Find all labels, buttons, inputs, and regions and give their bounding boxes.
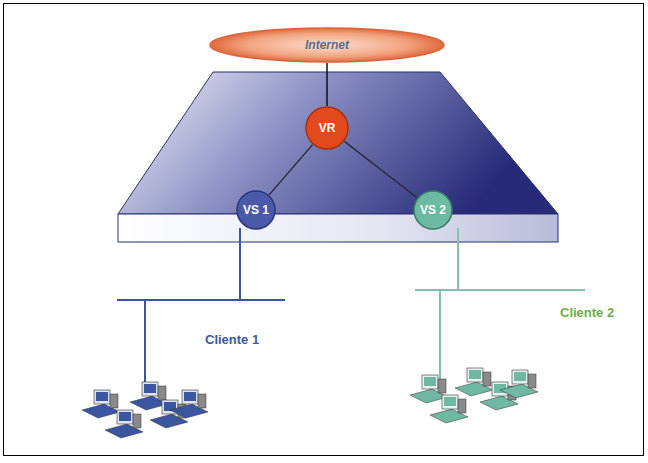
network-wire bbox=[144, 300, 146, 392]
client-label: Cliente 1 bbox=[205, 332, 259, 347]
network-bus bbox=[117, 299, 285, 301]
network-wire bbox=[457, 228, 459, 290]
node-text: Internet bbox=[305, 38, 349, 52]
client-label: Cliente 2 bbox=[560, 305, 614, 320]
node-text: VR bbox=[319, 121, 336, 135]
link-line bbox=[344, 141, 417, 197]
cloud-ellipse: Internet bbox=[209, 27, 445, 63]
node-text: VS 1 bbox=[243, 203, 269, 217]
computer-icon bbox=[430, 395, 468, 423]
router-circle: VS 2 bbox=[413, 190, 453, 230]
node-text: VS 2 bbox=[420, 203, 446, 217]
computer-icon bbox=[170, 390, 208, 418]
device-top bbox=[118, 72, 558, 214]
link-line bbox=[326, 63, 328, 106]
computer-icon bbox=[82, 390, 120, 418]
router-circle: VS 1 bbox=[236, 190, 276, 230]
router-circle: VR bbox=[305, 106, 349, 150]
computer-icon bbox=[105, 410, 143, 438]
network-wire bbox=[439, 290, 441, 380]
frame bbox=[4, 4, 644, 456]
device-front bbox=[118, 214, 558, 242]
computer-icon bbox=[455, 368, 493, 396]
computer-group bbox=[410, 368, 538, 423]
computer-group bbox=[82, 382, 208, 438]
network-wire bbox=[239, 228, 241, 300]
link-line bbox=[269, 145, 313, 195]
computer-icon bbox=[500, 370, 538, 398]
